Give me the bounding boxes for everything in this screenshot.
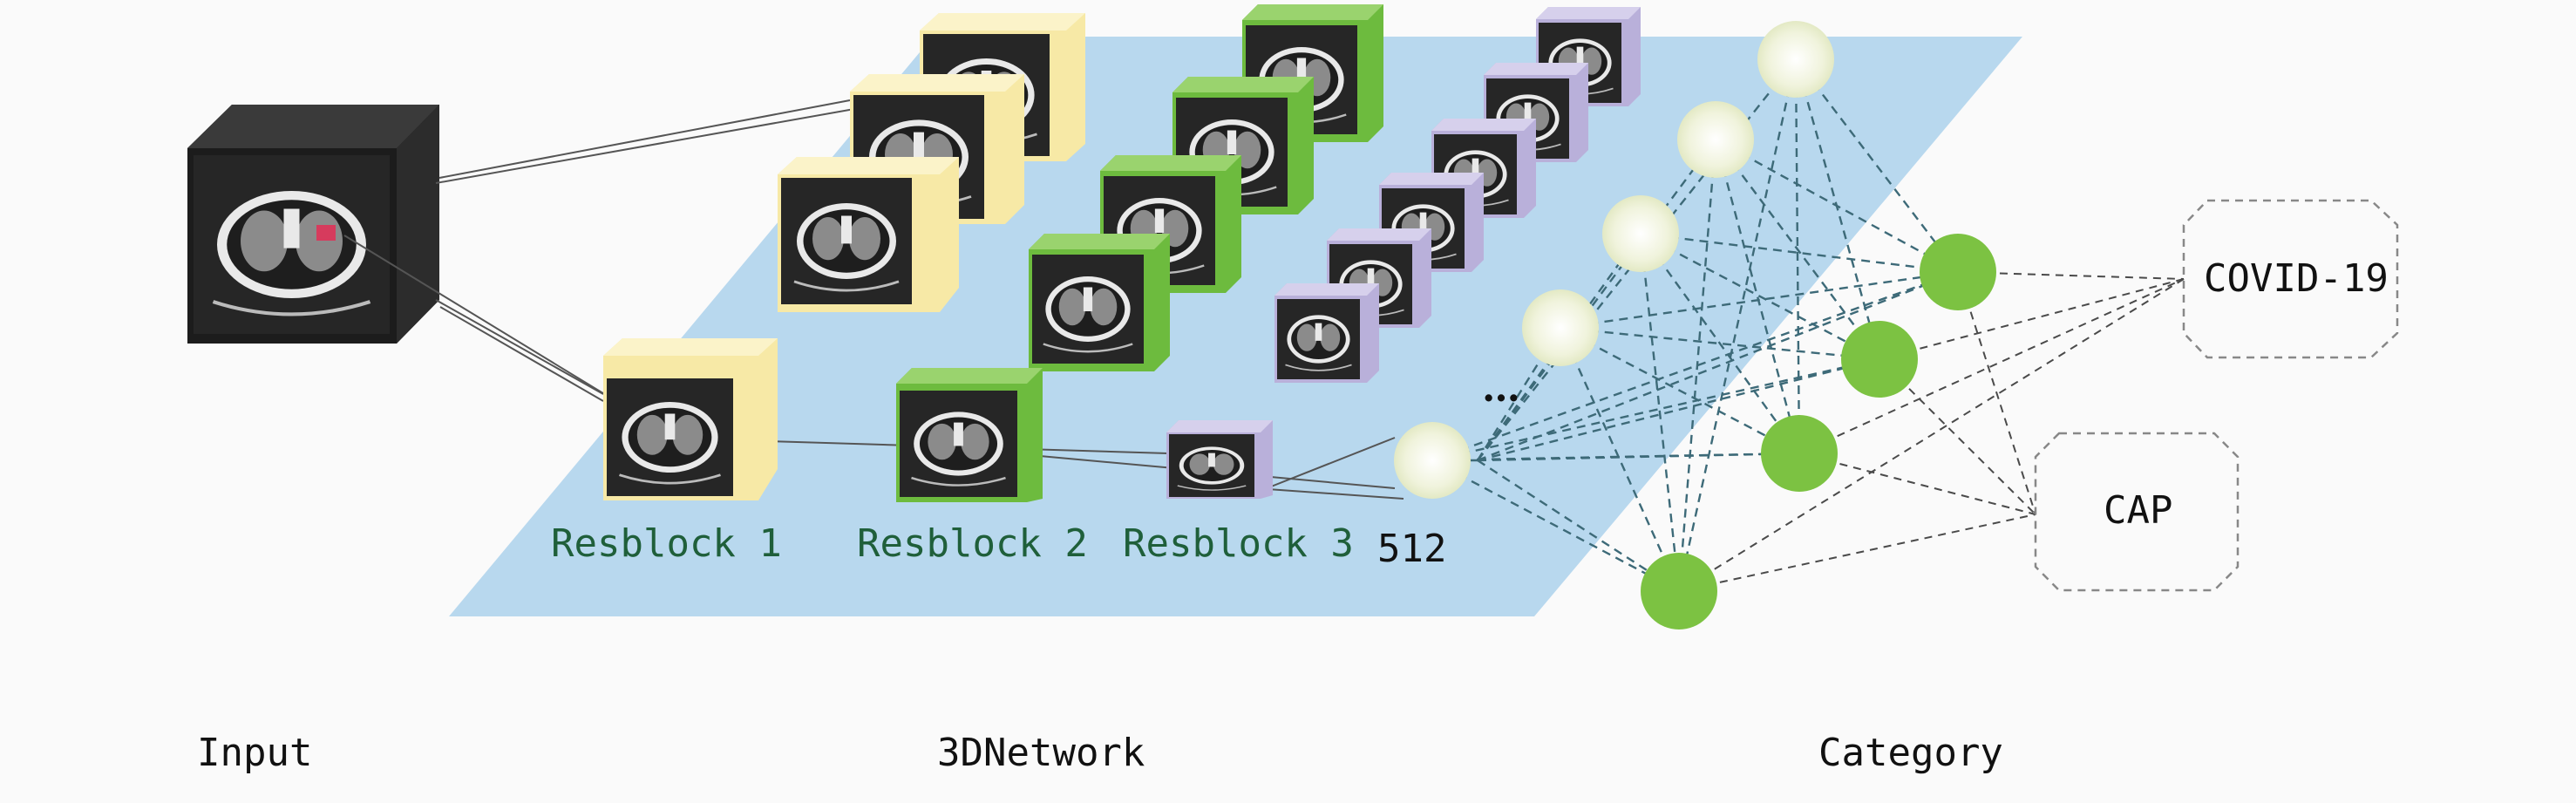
stage-label-input: Input xyxy=(197,731,313,775)
resblock2-label: Resblock 2 xyxy=(857,521,1088,566)
resblock2-cubes xyxy=(896,4,1383,502)
stage-label-category: Category xyxy=(1818,731,2003,775)
ellipsis: … xyxy=(1482,366,1522,411)
input-volume xyxy=(187,105,439,344)
resblock1-label: Resblock 1 xyxy=(551,521,782,566)
input-connectors xyxy=(343,99,1404,500)
feature-neurons xyxy=(1394,21,1834,499)
feature-size-label: 512 xyxy=(1377,527,1447,571)
hidden-neurons xyxy=(1641,234,1996,629)
stage-label-network: 3DNetwork xyxy=(937,731,1145,775)
output-box-cap xyxy=(2034,432,2240,592)
resblock3-label: Resblock 3 xyxy=(1123,521,1354,566)
resblock3-cubes xyxy=(1166,7,1641,499)
output-label-covid: COVID-19 xyxy=(2204,256,2389,301)
output-connections xyxy=(1678,271,2185,592)
resblock1-cubes xyxy=(603,13,1085,500)
output-label-cap: CAP xyxy=(2104,488,2173,533)
